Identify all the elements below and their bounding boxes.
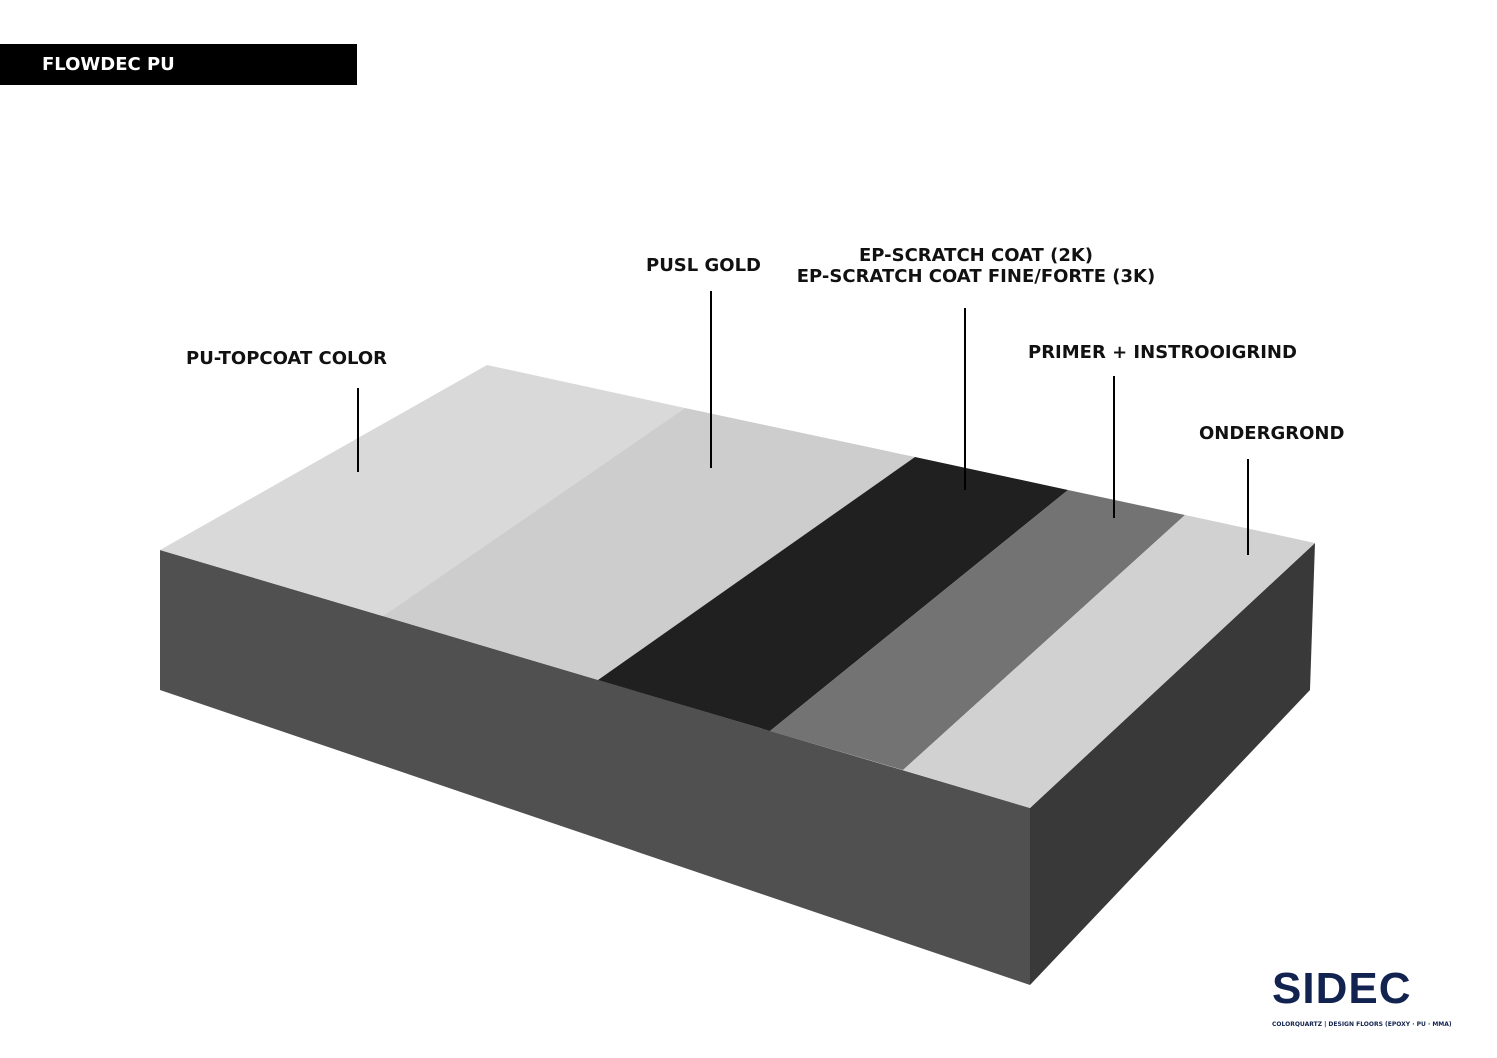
block-front-face xyxy=(160,550,1030,985)
label-scratch-coat-2k: EP-SCRATCH COAT (2K) xyxy=(858,245,1094,266)
label-scratch-coat: EP-SCRATCH COAT (2K) EP-SCRATCH COAT FIN… xyxy=(796,245,1156,287)
logo-tagline: COLORQUARTZ | DESIGN FLOORS (EPOXY · PU … xyxy=(1272,1021,1452,1028)
sidec-logo: SIDEC COLORQUARTZ | DESIGN FLOORS (EPOXY… xyxy=(1272,962,1472,1029)
title-bar: FLOWDEC PU xyxy=(0,44,357,85)
label-ondergrond: ONDERGROND xyxy=(1199,423,1345,444)
layer-primer xyxy=(770,490,1185,770)
label-pusl-gold: PUSL GOLD xyxy=(646,255,761,276)
logo-text: SIDEC xyxy=(1272,964,1412,1013)
block-side-face xyxy=(1030,543,1315,985)
layer-ondergrond xyxy=(903,515,1315,808)
label-scratch-coat-3k: EP-SCRATCH COAT FINE/FORTE (3K) xyxy=(796,266,1156,287)
label-primer: PRIMER + INSTROOIGRIND xyxy=(1028,342,1297,363)
label-topcoat: PU-TOPCOAT COLOR xyxy=(186,348,388,369)
layer-scratch-coat xyxy=(598,457,1068,731)
layer-pusl-gold xyxy=(383,408,915,680)
page-title: FLOWDEC PU xyxy=(42,54,175,75)
layer-topcoat xyxy=(160,365,685,616)
